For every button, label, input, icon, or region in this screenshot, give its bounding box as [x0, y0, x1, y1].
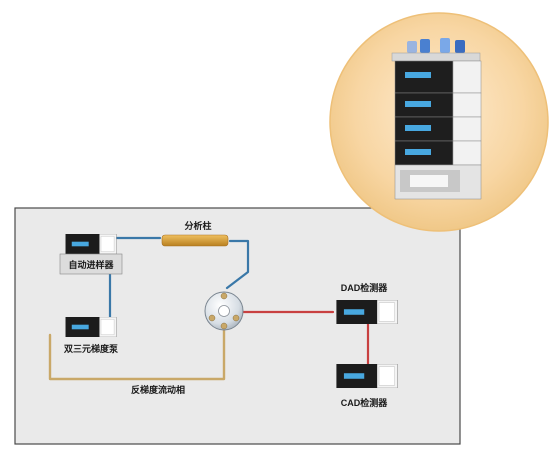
autosampler: 自动进样器 [59, 234, 123, 275]
autosampler-label: 自动进样器 [68, 259, 114, 270]
cad-detector: CAD检测器 [336, 364, 398, 408]
column-label: 分析柱 [184, 220, 211, 231]
switching-valve-icon [204, 291, 244, 331]
inverse-gradient-label: 反梯度流动相 [131, 384, 185, 395]
dual-ternary-pump: 双三元梯度泵 [64, 317, 119, 354]
cad-label: CAD检测器 [341, 397, 388, 408]
dad-detector: DAD检测器 [336, 282, 398, 324]
hplc-module-icon [65, 317, 117, 337]
analytical-column: 分析柱 [161, 220, 229, 247]
column-icon [161, 234, 229, 247]
hplc-module-icon [336, 300, 398, 324]
hplc-module-icon [65, 234, 117, 254]
column-to-valve-line [225, 239, 250, 290]
pump-gradient-line [48, 322, 226, 381]
pump-label: 双三元梯度泵 [64, 343, 119, 354]
dad-label: DAD检测器 [341, 282, 388, 293]
hplc-module-icon [336, 364, 398, 388]
hplc-system-photo [329, 12, 549, 232]
